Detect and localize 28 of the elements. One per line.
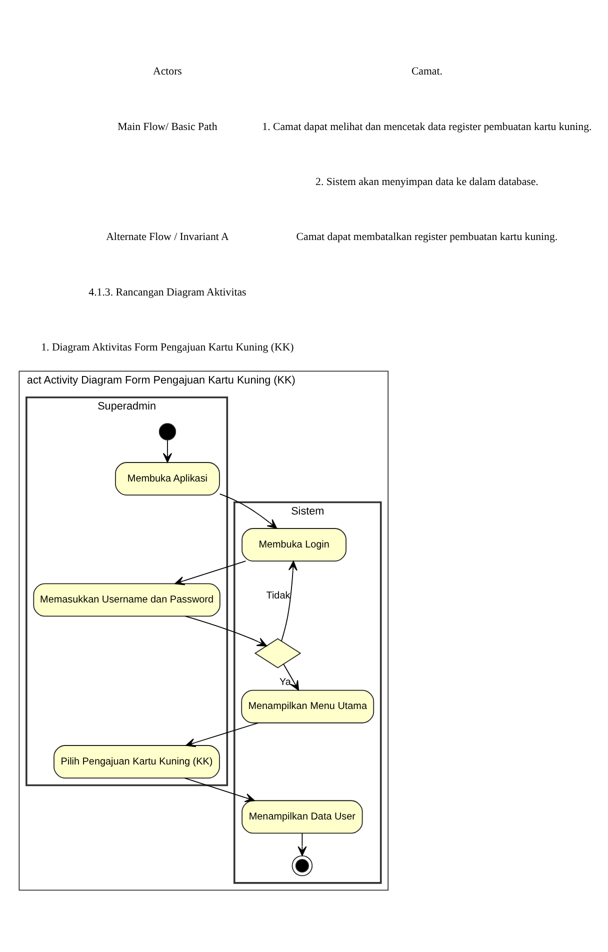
node-box: Pilih Pengajuan Kartu Kuning (KK) [54, 744, 220, 778]
node-circle [158, 422, 176, 440]
arrow [219, 492, 278, 528]
label: 1. Camat dapat melihat dan mencetak data register pembuatan kartu kuning. [262, 120, 592, 132]
arrow [174, 560, 246, 585]
label: Camat dapat membatalkan register pembuatan kartu kuning. [296, 230, 558, 243]
edge-label: Ya [280, 676, 291, 688]
arrow [283, 663, 300, 690]
node-box: Memasukkan Username dan Password [33, 582, 220, 616]
label: 2. Sistem akan menyimpan data ke dalam database. [316, 176, 538, 188]
arrow [186, 722, 259, 747]
arrow [184, 615, 267, 646]
edge-label: Tidak [266, 590, 290, 601]
label: Actors [153, 65, 182, 78]
label: Alternate Flow / Invariant A [106, 230, 229, 243]
node-circle [292, 854, 313, 876]
node-box: Menampilkan Data User [242, 800, 363, 834]
node-box: Menampilkan Menu Utama [241, 689, 374, 723]
label: Main Flow/ Basic Path [118, 120, 218, 132]
node-box: Membuka Login [242, 528, 346, 561]
arrow [184, 777, 255, 802]
arrow [280, 560, 298, 642]
label: 1. Diagram Aktivitas Form Pengajuan Kartu Kuning (KK) [41, 340, 294, 353]
arrow [162, 439, 172, 462]
label: Camat. [411, 65, 442, 78]
label: 4.1.3. Rancangan Diagram Aktivitas [88, 286, 246, 298]
node-box: Membuka Aplikasi [115, 462, 220, 495]
arrow [298, 832, 307, 856]
